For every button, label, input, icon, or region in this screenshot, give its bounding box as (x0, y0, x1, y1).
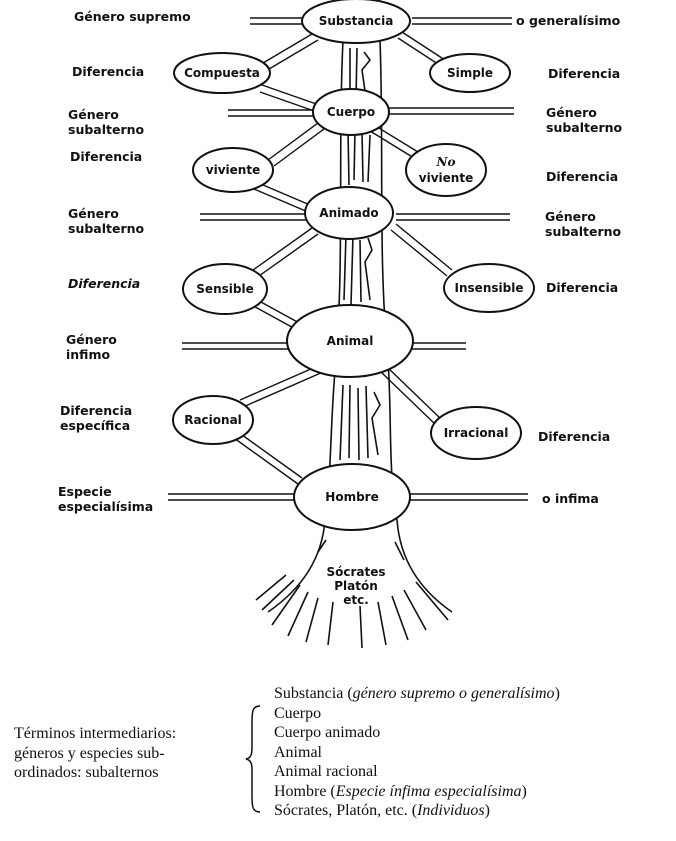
footer-line-4: Animal (274, 743, 322, 761)
footer-line-1: Substancia (género supremo o generalísim… (274, 685, 560, 702)
node-animado: Animado (304, 186, 394, 240)
node-substancia-label: Substancia (319, 14, 394, 28)
node-compuesta: Compuesta (173, 52, 271, 94)
left-especie-b: especialísima (58, 499, 153, 514)
node-no-viviente-line1: No (436, 155, 456, 169)
left-diferencia-especifica-b: específica (60, 418, 130, 433)
left-genero-infimo-a: Género (66, 332, 117, 347)
right-diferencia-2: Diferencia (546, 169, 618, 184)
node-racional: Racional (172, 395, 254, 445)
tree-branches (233, 31, 453, 485)
footer-line-5: Animal racional (274, 763, 378, 780)
node-no-viviente-line2: viviente (419, 171, 473, 185)
individuals-label: Sócrates Platón etc. (326, 565, 385, 607)
left-diferencia-1: Diferencia (72, 64, 144, 79)
right-infima: o infima (542, 491, 599, 506)
node-racional-label: Racional (184, 413, 242, 427)
node-sensible: Sensible (182, 263, 268, 315)
footer-left-line-2: géneros y especies sub- (14, 744, 165, 762)
node-cuerpo: Cuerpo (312, 88, 390, 136)
right-generalisimo: o generalísimo (516, 13, 621, 28)
left-labels: Género supremo Diferencia Género subalte… (58, 9, 191, 514)
node-irracional: Irracional (430, 406, 522, 460)
individual-socrates: Sócrates (326, 565, 385, 579)
footer-list: Substancia (género supremo o generalísim… (274, 684, 674, 821)
node-animado-label: Animado (319, 206, 378, 220)
left-genero-sub-2b: subalterno (68, 221, 145, 236)
node-viviente-label: viviente (206, 163, 260, 177)
right-genero-sub-1a: Género (546, 105, 597, 120)
individual-platon: Platón (334, 579, 378, 593)
node-cuerpo-label: Cuerpo (327, 105, 375, 119)
footer-left-note: Términos intermediarios: géneros y espec… (14, 724, 246, 783)
left-genero-supremo: Género supremo (74, 9, 191, 24)
node-simple: Simple (429, 53, 511, 93)
node-hombre: Hombre (293, 463, 411, 531)
footer-left-line-3: ordinados: subalternos (14, 764, 159, 781)
left-especie-a: Especie (58, 484, 112, 499)
node-no-viviente: No viviente (405, 143, 487, 197)
node-insensible: Insensible (443, 263, 535, 313)
left-diferencia-2: Diferencia (70, 149, 142, 164)
tree-trunk (255, 39, 453, 649)
left-genero-sub-1a: Género (68, 107, 119, 122)
node-simple-label: Simple (447, 66, 493, 80)
node-hombre-label: Hombre (325, 490, 378, 504)
right-genero-sub-1b: subalterno (546, 120, 623, 135)
left-genero-sub-1b: subalterno (68, 122, 145, 137)
footer-line-2: Cuerpo (274, 704, 322, 722)
right-genero-sub-2b: subalterno (545, 224, 622, 239)
node-animal-label: Animal (327, 334, 374, 348)
footer-left-line-1: Términos intermediarios: (14, 725, 177, 742)
node-irracional-label: Irracional (444, 426, 509, 440)
left-diferencia-3: Diferencia (68, 276, 140, 291)
right-diferencia-1: Diferencia (548, 66, 620, 81)
footer-line-6: Hombre (Especie ínfima especialísima) (274, 782, 527, 800)
right-genero-sub-2a: Género (545, 209, 596, 224)
curly-brace (245, 705, 261, 813)
left-genero-sub-2a: Género (68, 206, 119, 221)
node-compuesta-label: Compuesta (184, 66, 260, 80)
individual-etc: etc. (343, 593, 369, 607)
node-viviente: viviente (192, 147, 274, 193)
horizontal-bars (168, 17, 528, 501)
footer-line-7: Sócrates, Platón, etc. (Individuos) (274, 802, 490, 819)
left-diferencia-especifica-a: Diferencia (60, 403, 132, 418)
porphyrian-tree: Substancia Compuesta Simple Cuerpo vivie… (58, 0, 623, 649)
node-insensible-label: Insensible (455, 281, 524, 295)
right-labels: o generalísimo Diferencia Género subalte… (516, 13, 623, 506)
node-animal: Animal (286, 304, 414, 378)
right-diferencia-3: Diferencia (546, 280, 618, 295)
right-diferencia-4: Diferencia (538, 429, 610, 444)
node-substancia: Substancia (301, 0, 411, 44)
node-sensible-label: Sensible (196, 282, 253, 296)
footer-line-3: Cuerpo animado (274, 724, 381, 741)
left-genero-infimo-b: infimo (66, 347, 110, 362)
